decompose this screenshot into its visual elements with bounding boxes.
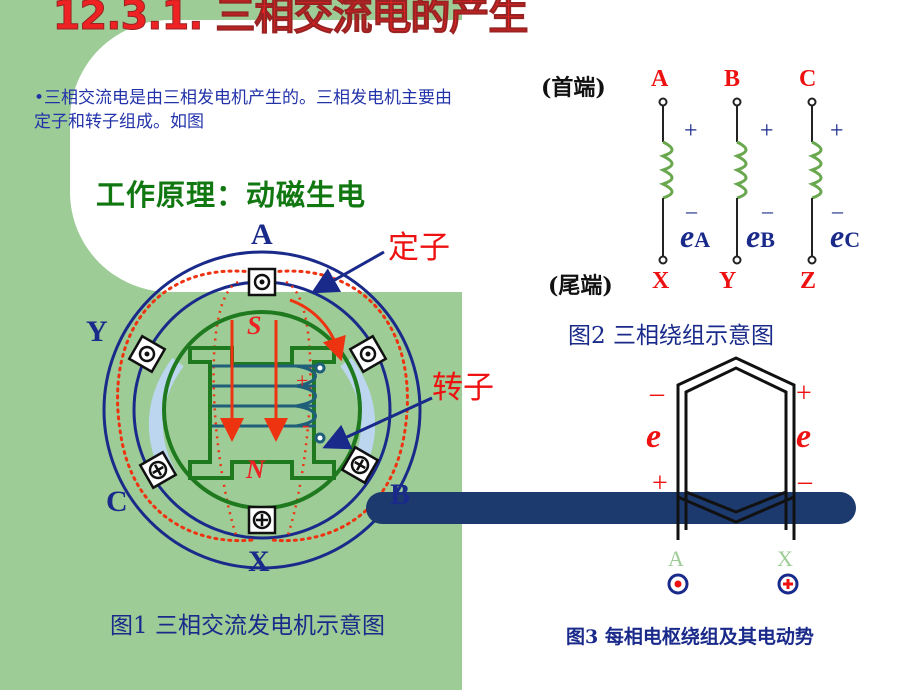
coil-inner [684, 366, 788, 514]
rotor-pole-south: S [247, 311, 261, 340]
terminal-x-label: X [777, 546, 793, 571]
flux-line-right [270, 269, 409, 543]
tail-end-label: (尾端) [548, 273, 613, 299]
stator-pole-y: Y [86, 315, 108, 348]
phase-b-plus: + [760, 118, 774, 144]
flux-line-left [116, 269, 254, 543]
phase-a-emf-symbol: e [680, 218, 695, 254]
phase-c-emf-subscript: C [844, 227, 861, 252]
rotor-pole-north: N [245, 455, 266, 484]
figure3-caption: 图3 每相电枢绕组及其电动势 [566, 626, 814, 648]
stator-inner-ring [132, 280, 392, 540]
rotor-shaft [366, 492, 856, 524]
phase-a-head: A [651, 66, 669, 92]
head-end-label: (首端) [541, 75, 606, 101]
stator-pole-b: B [390, 478, 411, 511]
phase-a-plus: + [684, 118, 698, 144]
stator-pole-c: C [106, 485, 128, 518]
phase-c-emf-symbol: e [830, 218, 845, 254]
phase-a-minus: – [686, 198, 697, 223]
phase-b-emf: eB [746, 218, 775, 255]
phase-c-tail: Z [800, 268, 817, 294]
rotor-label: 转子 [432, 370, 494, 406]
terminal-a-label: A [668, 546, 684, 571]
coil-lead-left [676, 492, 688, 540]
stator-pointer-arrow [310, 250, 385, 294]
terminal-a-symbol [667, 573, 689, 595]
coil-right-emf: e [796, 418, 812, 455]
intro-text: •三相交流电是由三相发电机产生的。三相发电机主要由定子和转子组成。如图 [34, 88, 453, 132]
figure2-caption: 图2 三相绕组示意图 [568, 323, 774, 349]
phase-b-emf-subscript: B [760, 227, 775, 252]
phase-b-emf-symbol: e [746, 218, 761, 254]
rotor-core [188, 346, 336, 480]
phase-a-tail: X [652, 268, 670, 294]
winding-b [732, 97, 748, 265]
rotation-arrow [289, 298, 346, 362]
slot-c [138, 450, 178, 490]
generator-diagram: S N + - [102, 250, 433, 570]
slot-b-start [348, 334, 388, 374]
armature-coil-diagram [366, 356, 856, 595]
coil-left-top-sign: – [650, 378, 664, 409]
stator-label: 定子 [388, 230, 450, 266]
rotor-pointer-arrow [322, 396, 433, 450]
phase-c-plus: + [830, 118, 844, 144]
slot-a [247, 267, 277, 297]
three-phase-winding-diagram [658, 97, 823, 265]
stator-pole-a: A [251, 218, 273, 251]
winding-c [807, 97, 823, 265]
winding-a [658, 97, 674, 265]
phase-b-tail: Y [719, 268, 737, 294]
coil-lead-right [784, 492, 796, 540]
slot-z [340, 445, 380, 485]
stator-pole-x: X [248, 545, 270, 578]
phase-b-head: B [724, 66, 741, 92]
stator-outer-ring [102, 250, 422, 570]
phase-b-minus: – [762, 198, 773, 223]
figure1-caption: 图1 三相交流发电机示意图 [110, 613, 385, 639]
phase-c-emf: eC [830, 218, 860, 255]
coil-right-bottom-sign: – [798, 466, 812, 497]
coil-left-bottom-sign: + [652, 468, 668, 499]
phase-c-minus: – [832, 198, 843, 223]
rotor-terminal-plus: + [296, 368, 308, 393]
phase-c-head: C [799, 66, 817, 92]
phase-a-emf: eA [680, 218, 710, 255]
coil-left-emf: e [646, 418, 662, 455]
slide-title: 12.3.1. 三相交流电的产生 [52, 0, 529, 40]
slot-y [127, 334, 167, 374]
principle-heading: 工作原理：动磁生电 [96, 178, 367, 212]
terminal-x-symbol [777, 573, 799, 595]
coil-right-top-sign: + [796, 378, 812, 409]
phase-a-emf-subscript: A [694, 227, 711, 252]
rotor-terminal-minus: - [302, 412, 309, 437]
slot-x [247, 505, 277, 535]
